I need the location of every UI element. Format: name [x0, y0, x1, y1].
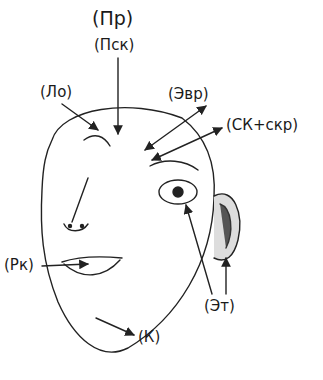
part-label: (Ло): [40, 84, 72, 101]
part-label: (Эвр): [168, 86, 209, 103]
leader-arrow: [42, 264, 88, 266]
mouth: [62, 257, 122, 275]
leader-arrow: [96, 318, 134, 335]
leader-arrow: [62, 104, 98, 130]
part-label: (Эт): [204, 298, 235, 315]
leader-arrow: [117, 58, 118, 134]
eyebrow: [150, 161, 198, 170]
part-label: (Пск): [94, 37, 134, 54]
part-label: (Рк): [4, 257, 34, 274]
nose: [64, 178, 88, 231]
eyebrow: [84, 136, 110, 146]
leader-arrow: [225, 258, 226, 294]
leader-arrow: [152, 128, 222, 160]
part-label: (СК+скр): [226, 117, 298, 134]
leader-arrow: [186, 205, 212, 294]
pupil: [173, 187, 183, 197]
leader-arrow: [145, 106, 206, 150]
eye: [159, 180, 197, 204]
ear: [214, 194, 240, 260]
part-label: (К): [138, 329, 160, 346]
part-label: (Пр): [92, 8, 133, 29]
face-outline: [41, 108, 214, 352]
